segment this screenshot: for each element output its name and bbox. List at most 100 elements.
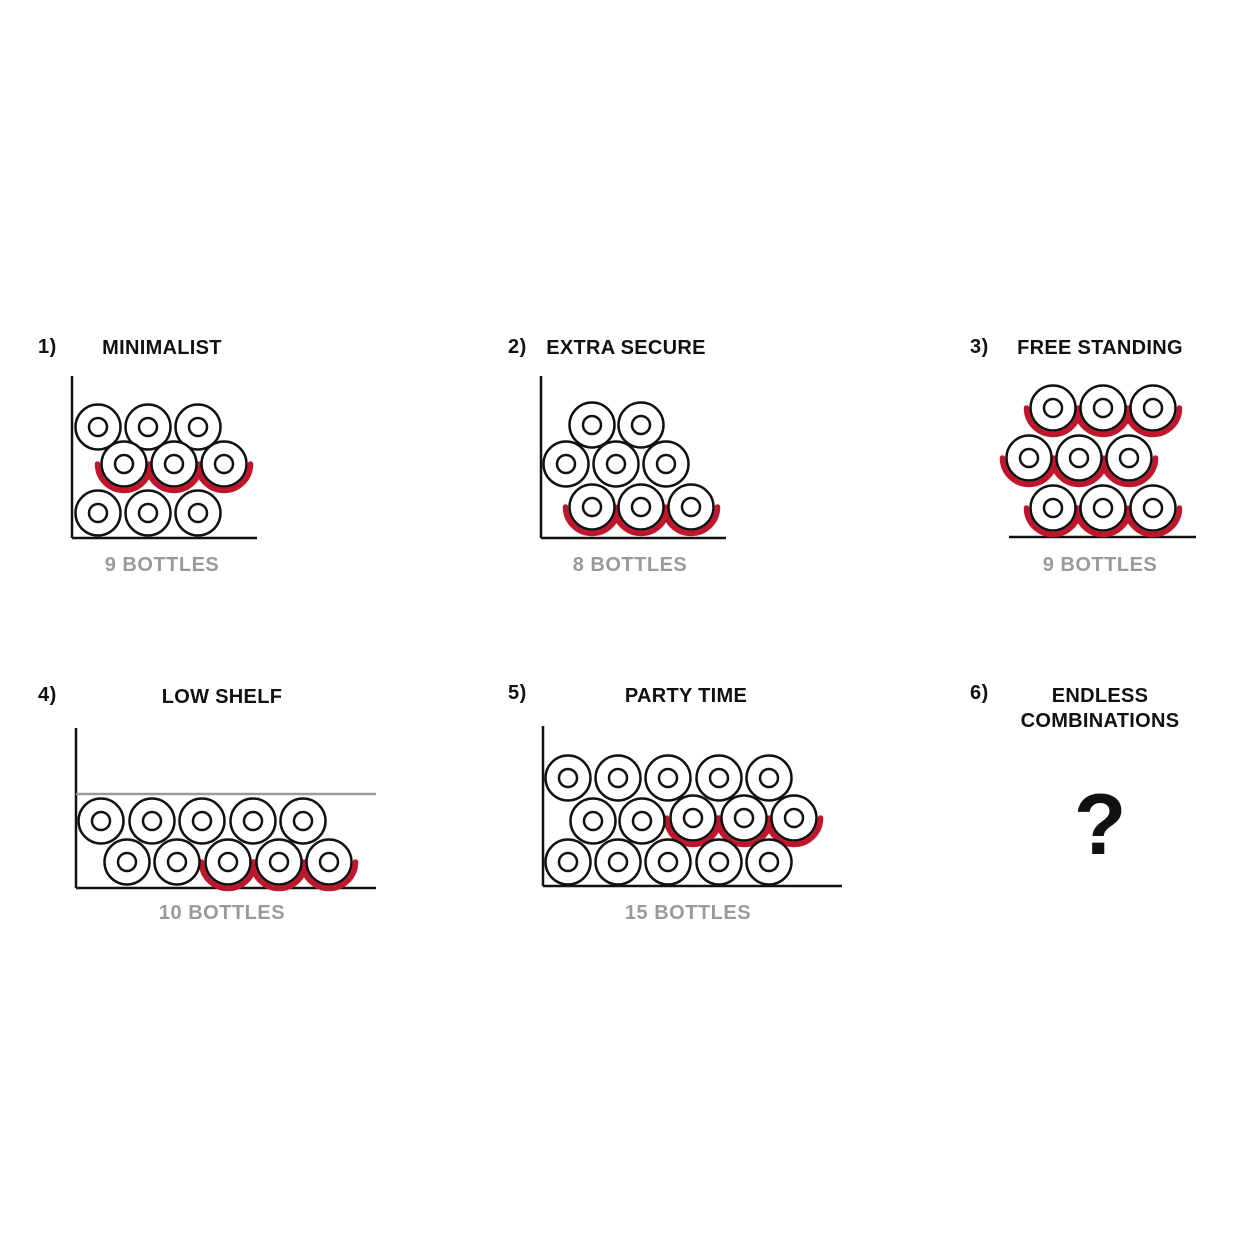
bottle-p5: [569, 797, 617, 845]
cradle-p3: [1123, 405, 1183, 438]
bottle-neck: [733, 807, 755, 829]
panel-4-bottle-count: 10 BOTTLES: [158, 902, 286, 924]
cradle-p5: [764, 815, 824, 848]
bottle-p1: [74, 403, 122, 451]
bottle-neck: [166, 851, 188, 873]
bottle-p1: [150, 440, 198, 488]
bottle-p3: [1005, 434, 1053, 482]
bottle-neck: [1068, 447, 1090, 469]
bottle-p2: [568, 401, 616, 449]
bottle-p4: [103, 838, 151, 886]
bottle-outline: [174, 403, 222, 451]
panel-3-number: 3): [970, 336, 989, 358]
bottle-neck: [116, 851, 138, 873]
panel-2-number: 2): [508, 336, 527, 358]
cradle-p1: [194, 461, 254, 494]
panel-4-title: LOW SHELF: [161, 686, 283, 708]
bottle-p2: [642, 440, 690, 488]
bottle-outline: [124, 403, 172, 451]
bottle-neck: [582, 810, 604, 832]
cradle-p3: [1099, 455, 1159, 488]
bottle-outline: [695, 838, 743, 886]
bottle-p5: [669, 794, 717, 842]
cradle-p2: [661, 504, 721, 537]
bottle-neck: [557, 767, 579, 789]
bottle-outline: [279, 797, 327, 845]
panel-5-title: PARTY TIME: [624, 685, 748, 707]
bottle-neck: [187, 416, 209, 438]
bottle-outline: [1029, 384, 1077, 432]
bottle-neck: [1118, 447, 1140, 469]
bottle-neck: [213, 453, 235, 475]
bottle-p1: [100, 440, 148, 488]
panel-6-title-line-1: ENDLESS: [1051, 685, 1149, 707]
bottle-neck: [1018, 447, 1040, 469]
bottle-neck: [607, 767, 629, 789]
bottle-p3: [1129, 484, 1177, 532]
bottle-p3: [1079, 484, 1127, 532]
bottle-neck: [581, 414, 603, 436]
bottle-neck: [318, 851, 340, 873]
bottle-outline: [1055, 434, 1103, 482]
bottle-outline: [745, 838, 793, 886]
bottle-neck: [137, 416, 159, 438]
cradle-p4: [299, 859, 359, 892]
bottle-outline: [544, 838, 592, 886]
bottle-p5: [594, 838, 642, 886]
bottle-p2: [617, 401, 665, 449]
panel-5-bottle-count: 15 BOTTLES: [624, 902, 752, 924]
bottle-outline: [74, 403, 122, 451]
bottle-p2: [568, 483, 616, 531]
bottle-outline: [100, 440, 148, 488]
bottle-p3: [1105, 434, 1153, 482]
bottle-p1: [124, 489, 172, 537]
bottle-p5: [745, 754, 793, 802]
bottle-p5: [770, 794, 818, 842]
bottle-outline: [1079, 384, 1127, 432]
bottle-neck: [191, 810, 213, 832]
bottle-neck: [1142, 397, 1164, 419]
bottle-p4: [153, 838, 201, 886]
panel-4-number: 4): [38, 684, 57, 706]
bottle-neck: [630, 496, 652, 518]
bottle-outline: [200, 440, 248, 488]
bottle-neck: [1042, 397, 1064, 419]
bottle-outline: [1129, 384, 1177, 432]
bottle-p4: [279, 797, 327, 845]
bottle-p5: [594, 754, 642, 802]
bottle-outline: [642, 440, 690, 488]
bottle-p4: [305, 838, 353, 886]
bottle-p2: [592, 440, 640, 488]
panel-1-bottle-count: 9 BOTTLES: [104, 554, 220, 576]
bottle-p4: [128, 797, 176, 845]
bottle-outline: [178, 797, 226, 845]
bottle-outline: [695, 754, 743, 802]
bottle-p4: [255, 838, 303, 886]
bottle-p5: [544, 754, 592, 802]
bottle-neck: [113, 453, 135, 475]
bottle-outline: [153, 838, 201, 886]
bottle-outline: [1079, 484, 1127, 532]
bottle-neck: [1042, 497, 1064, 519]
bottle-outline: [1105, 434, 1153, 482]
bottle-outline: [128, 797, 176, 845]
bottle-neck: [555, 453, 577, 475]
bottle-p1: [200, 440, 248, 488]
bottle-outline: [669, 794, 717, 842]
bottle-outline: [667, 483, 715, 531]
bottle-neck: [87, 416, 109, 438]
bottle-outline: [229, 797, 277, 845]
bottle-neck: [187, 502, 209, 524]
bottle-neck: [557, 851, 579, 873]
panel-5-number: 5): [508, 682, 527, 704]
panel-3-title: FREE STANDING: [1017, 337, 1183, 359]
bottle-p3: [1029, 384, 1077, 432]
panel-3-bottle-count: 9 BOTTLES: [1042, 554, 1158, 576]
bottle-outline: [305, 838, 353, 886]
cradle-p3: [1123, 505, 1183, 538]
question-mark-icon: ?: [1073, 777, 1127, 873]
bottle-p4: [77, 797, 125, 845]
bottle-outline: [150, 440, 198, 488]
bottle-neck: [137, 502, 159, 524]
